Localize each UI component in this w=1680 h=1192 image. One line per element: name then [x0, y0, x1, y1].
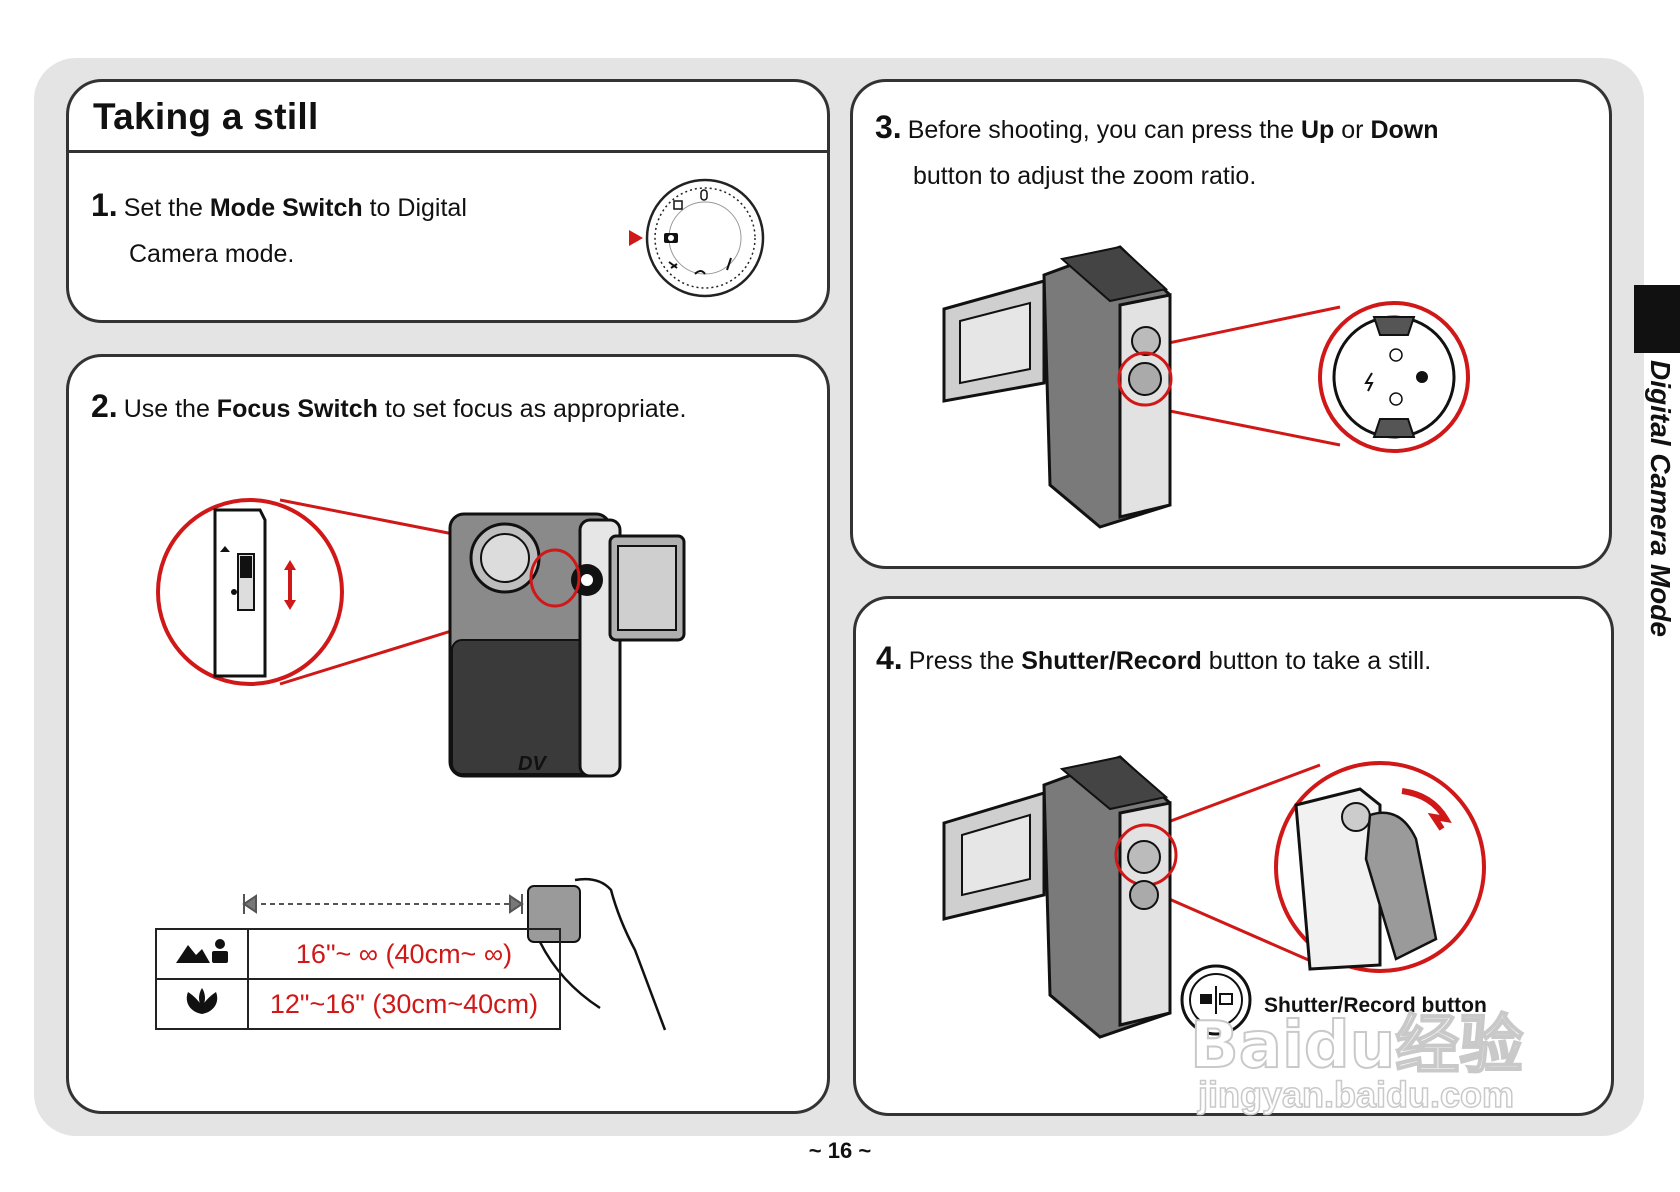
mode-dial-illustration [629, 178, 765, 298]
mic-mode-icon [700, 189, 708, 201]
title-divider [69, 150, 827, 153]
section-title: Taking a still [93, 96, 319, 137]
focus-range-normal: 16"~ ∞ (40cm~ ∞) [247, 928, 561, 980]
focus-range-macro: 12"~16" (30cm~40cm) [247, 978, 561, 1030]
table-row: 12"~16" (30cm~40cm) [155, 978, 561, 1030]
play-mode-icon [673, 200, 683, 210]
slide-direction-arrow [284, 560, 296, 610]
setup-mode-icon [694, 270, 706, 275]
video-mode-icon [668, 261, 678, 269]
table-row: 16"~ ∞ (40cm~ ∞) [155, 928, 561, 980]
focus-range-table: 16"~ ∞ (40cm~ ∞) 12"~16" (30cm~40cm) [155, 928, 561, 1030]
zoom-in-icon [1389, 348, 1403, 362]
shutter-mode-badge [1180, 964, 1252, 1036]
exposure-icon [1416, 371, 1428, 383]
focus-switch-illustration: DV [156, 498, 686, 778]
hand-outline [574, 877, 667, 1031]
shutter-button-illustration [942, 755, 1486, 1039]
panel-step-1: Taking a still 1.Set the Mode Switch to … [66, 79, 830, 323]
page-number: ~ 16 ~ [808, 1138, 872, 1163]
up-button[interactable] [1372, 316, 1416, 336]
flash-icon [1364, 372, 1374, 392]
shutter-record-label: Shutter/Record button [1264, 994, 1487, 1017]
step-2-text: 2.Use the Focus Switch to set focus as a… [91, 388, 687, 424]
navigation-button [1128, 362, 1162, 396]
pressing-thumb [1364, 811, 1438, 961]
step-1-text: 1.Set the Mode Switch to Digital Camera … [91, 187, 467, 268]
zoom-out-icon [1389, 392, 1403, 406]
side-tab-marker [1634, 285, 1680, 353]
shutter-record-button[interactable] [1127, 840, 1161, 874]
landscape-person-icon [176, 938, 228, 963]
down-button[interactable] [1372, 418, 1416, 438]
macro-flower-icon [186, 987, 218, 1014]
camera-icon [1200, 994, 1212, 1004]
side-tab-label: Digital Camera Mode [1645, 360, 1676, 637]
press-direction-arrow [1401, 788, 1452, 831]
zoom-button-illustration [942, 245, 1470, 529]
watermark-url: jingyan.baidu.com [1197, 1073, 1515, 1116]
svg-text:DV: DV [518, 753, 547, 775]
step-4-text: 4.Press the Shutter/Record button to tak… [876, 640, 1432, 676]
step-3-text: 3.Before shooting, you can press the Up … [875, 109, 1439, 190]
mode-pointer-arrow [629, 230, 643, 246]
video-icon [1219, 993, 1233, 1005]
tool-mode-icon [726, 257, 732, 271]
watermark-brand: Baidu经验 [1189, 1008, 1524, 1084]
